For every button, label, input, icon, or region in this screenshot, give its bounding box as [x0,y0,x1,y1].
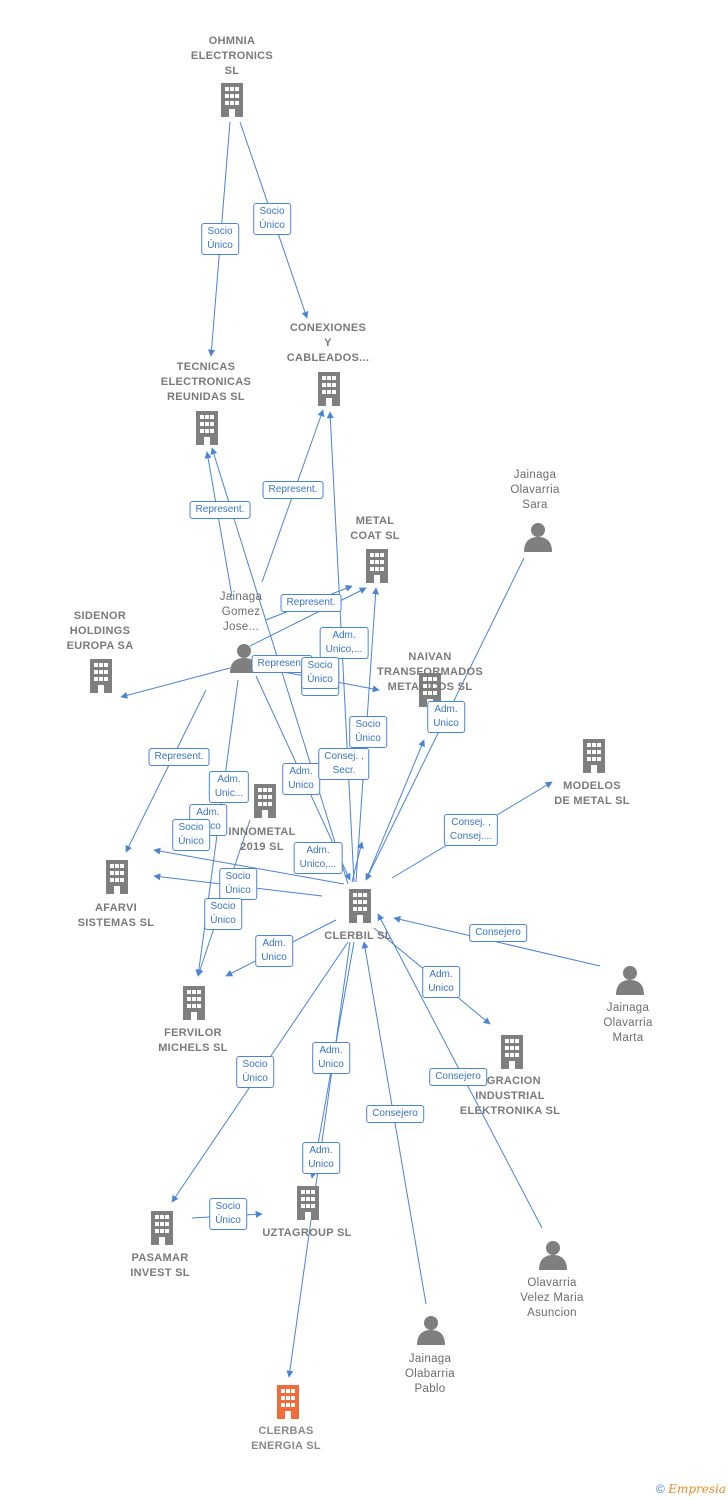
edge-label-clerbil-naivan[interactable]: Adm. Unico [282,763,320,795]
node-label-clerbas[interactable]: CLERBAS ENERGIA SL [251,1425,321,1452]
node-label-sidenor[interactable]: SIDENOR HOLDINGS EUROPA SA [66,610,134,652]
edge-label-clerbil-clerbas[interactable]: Adm. Unico [302,1142,340,1174]
building-icon[interactable] [196,411,218,445]
copyright: © Empresia [656,1482,726,1496]
person-icon[interactable] [616,966,644,995]
edge-label-marta-clerbil[interactable]: Consejero [469,924,527,942]
person-icon[interactable] [417,1316,445,1345]
building-icon[interactable] [151,1211,173,1245]
edge-label-clerbil-uztagroup[interactable]: Adm. Unico [312,1042,350,1074]
person-icon[interactable] [524,523,552,552]
edge-line-jose-sidenor [120,667,231,699]
node-label-afarvi[interactable]: AFARVI SISTEMAS SL [77,902,155,929]
node-label-fervilor[interactable]: FERVILOR MICHELS SL [158,1027,228,1054]
node-label-innometal[interactable]: INNOMETAL 2019 SL [228,826,296,853]
building-icon[interactable] [318,372,340,406]
edge-label-clerbil-afarvi[interactable]: Socio Único [219,868,257,900]
node-label-integracion[interactable]: EGRACION INDUSTRIAL ELEKTRONIKA SL [459,1075,561,1117]
building-icon[interactable] [583,739,605,773]
edge-line-sara-clerbil [153,847,345,885]
edge-label-pasamar-uztagroup[interactable]: Socio Único [209,1198,247,1230]
node-label-olavarria[interactable]: Olavarria Velez Maria Asuncion [520,1277,584,1319]
edge-label-jose-conexiones[interactable]: Represent. [262,481,324,499]
edge-label-clerbil-conexiones[interactable]: Socio Único [349,716,387,748]
edge-label-clerbil-tecnicas[interactable]: Consej. , Consej.... [443,814,499,846]
edge-line-jose-metalcoat [249,587,367,647]
node-label-uztagroup[interactable]: UZTAGROUP SL [262,1227,352,1239]
edge-label-jose-sidenor[interactable]: Represent. [148,748,210,766]
node-label-clerbil[interactable]: CLERBIL SL [324,930,392,942]
edge-label-jose-metalcoat[interactable]: Represent. [280,594,342,612]
edge-label-clerbil-modelos[interactable]: Adm. Unico [427,701,465,733]
node-label-pablo[interactable]: Jainaga Olabarria Pablo [405,1353,455,1395]
edge-label-clerbil-pasamar[interactable]: Socio Único [236,1056,274,1088]
node-label-tecnicas[interactable]: TECNICAS ELECTRONICAS REUNIDAS SL [160,361,252,403]
edge-label-ohmnia-conexiones[interactable]: Socio Único [253,203,291,235]
node-label-conexiones[interactable]: CONEXIONES Y CABLEADOS... [286,322,370,364]
building-icon[interactable] [106,860,128,894]
edge-label-jose-metalcoat[interactable]: Socio Único [301,657,339,689]
edge-line-jose-tecnicas [204,451,233,597]
building-icon[interactable] [501,1035,523,1069]
node-label-metalcoat[interactable]: METAL COAT SL [350,515,400,542]
building-icon[interactable] [366,549,388,583]
node-label-naivan[interactable]: NAIVAN TRANSFORMADOS METALICOS SL [377,651,483,693]
edge-label-jose-fervilor[interactable]: Adm. Unico,... [293,842,343,874]
building-icon[interactable] [183,986,205,1020]
brand-logo[interactable]: Empresia [668,1482,726,1496]
building-icon[interactable] [254,784,276,818]
building-icon[interactable] [349,889,371,923]
building-icon[interactable] [221,83,243,117]
edge-label-jose-naivan[interactable]: Adm. Unic... [208,771,250,803]
building-icon[interactable] [277,1385,299,1419]
node-label-sara[interactable]: Jainaga Olavarria Sara [510,469,560,511]
edge-label-clerbil-integracion[interactable]: Adm. Unico [422,966,460,998]
edge-line-marta-clerbil [393,916,601,967]
edge-label-clerbil-fervilor[interactable]: Adm. Unico [255,935,293,967]
edge-line-pablo-clerbil [361,941,427,1305]
edge-label-jose-clerbil[interactable]: Adm. Unico,... [319,627,369,659]
edge-label-jose-tecnicas[interactable]: Represent. [189,501,251,519]
copyright-symbol: © [656,1482,665,1496]
edge-line-sidenor-afarvi [125,689,207,853]
node-label-marta[interactable]: Jainaga Olavarria Marta [603,1002,653,1044]
node-label-modelos[interactable]: MODELOS DE METAL SL [554,780,630,807]
edge-label-olavarria-clerbil[interactable]: Consejero [429,1068,487,1086]
edge-label-sara-clerbil[interactable]: Consej. , Secr. [318,748,370,780]
edge-line-clerbil-conexiones [365,739,425,881]
edge-label-innometal-fervilor[interactable]: Socio Único [204,898,242,930]
edge-label-pablo-clerbil[interactable]: Consejero [366,1105,424,1123]
building-icon[interactable] [90,659,112,693]
edge-label-ohmnia-tecnicas[interactable]: Socio Único [201,223,239,255]
node-label-ohmnia[interactable]: OHMNIA ELECTRONICS SL [190,35,274,77]
node-label-jose[interactable]: Jainaga Gomez Jose... [219,591,263,633]
building-icon[interactable] [297,1186,319,1220]
edge-line-clerbil-innometal [351,841,364,883]
edge-label-sidenor-afarvi[interactable]: Socio Único [172,819,210,851]
node-label-pasamar[interactable]: PASAMAR INVEST SL [130,1252,190,1279]
person-icon[interactable] [539,1241,567,1270]
